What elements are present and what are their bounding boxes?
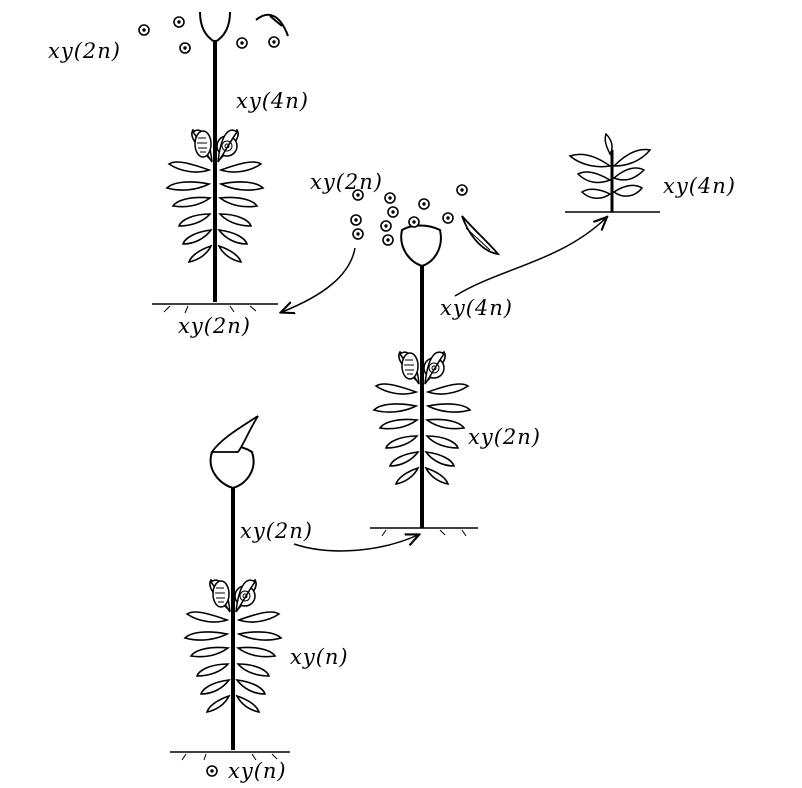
label-right-plant: xy(4n) — [663, 174, 736, 198]
label-middle-spores: xy(2n) — [310, 170, 383, 194]
top-plant — [152, 11, 289, 314]
bottom-spore-icon — [206, 765, 218, 777]
label-bottom-sporophyte: xy(2n) — [240, 519, 313, 543]
label-top-sporophyte: xy(4n) — [236, 89, 309, 113]
top-spores — [138, 16, 280, 54]
label-bottom-gametophyte: xy(n) — [290, 645, 349, 669]
label-bottom-spore: xy(n) — [228, 759, 287, 783]
bottom-to-middle-arrow — [293, 535, 418, 552]
label-middle-sporophyte: xy(4n) — [440, 296, 513, 320]
bottom-plant — [170, 415, 290, 761]
label-top-ground: xy(2n) — [178, 314, 251, 338]
middle-plant — [370, 215, 501, 537]
right-plant — [565, 132, 660, 213]
label-middle-gametophyte: xy(2n) — [468, 425, 541, 449]
label-top-spores: xy(2n) — [48, 39, 121, 63]
middle-to-right-arrow — [454, 218, 606, 297]
top-to-ground-arrow — [282, 247, 356, 312]
